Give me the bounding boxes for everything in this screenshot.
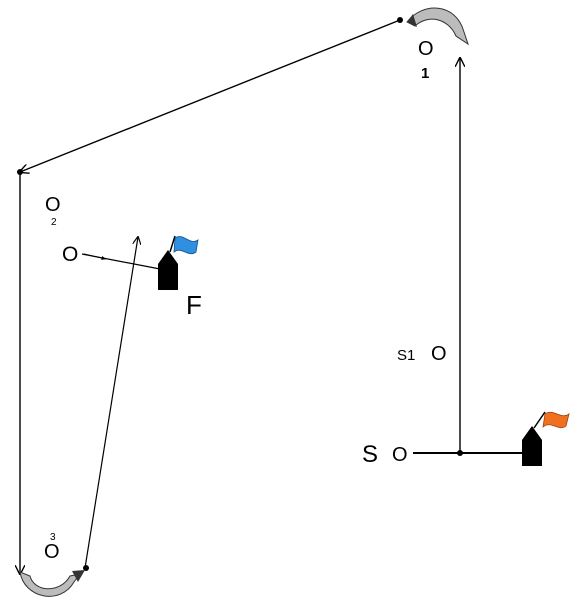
vertex-dot (17, 169, 23, 175)
mark-1-number: 1 (421, 65, 429, 82)
mark-2-symbol: O (45, 194, 61, 216)
start-label: S (362, 441, 378, 468)
s1-label: S1 (397, 347, 415, 364)
finish-line-arrow (83, 253, 107, 260)
mark-3-symbol: O (44, 541, 60, 563)
start-symbol: O (392, 444, 408, 466)
mark-2-number: 2 (51, 217, 57, 228)
vertex-dot (397, 17, 403, 23)
s1-symbol: O (431, 343, 447, 365)
leg-mark-1-to-mark-2 (20, 19, 401, 172)
leg-mark-3-to-finish (84, 237, 138, 569)
vertex-dot (83, 565, 89, 571)
vertex-dot (457, 450, 463, 456)
mark-1-symbol: O (418, 38, 434, 60)
rounding-arrow-icon (19, 570, 85, 597)
boat-orange-flag-icon (522, 411, 570, 466)
mark-3-number: 3 (50, 532, 56, 543)
finish-mark-symbol: O (62, 243, 78, 266)
boat-blue-flag-icon (158, 235, 199, 290)
rounding-arrow-icon (406, 7, 469, 46)
finish-label: F (186, 290, 202, 320)
